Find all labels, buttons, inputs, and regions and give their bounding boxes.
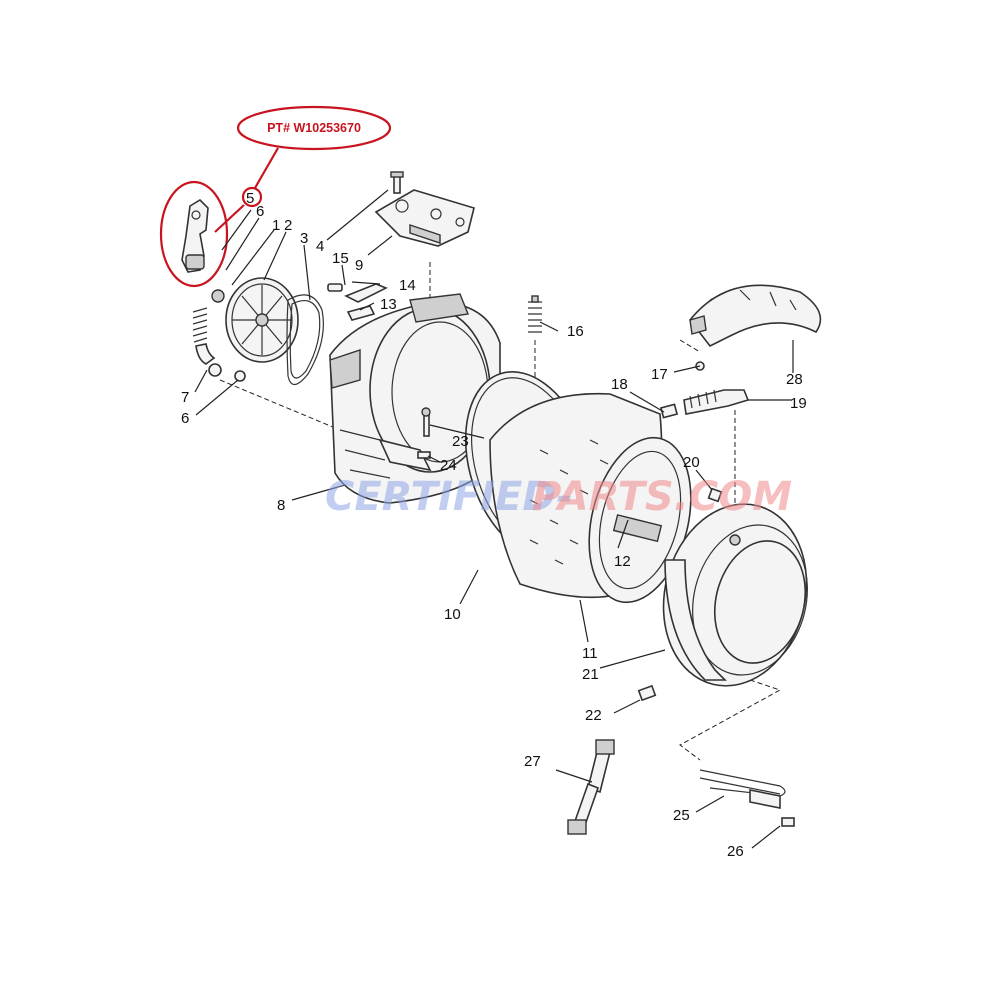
- callout-1: 1: [272, 217, 280, 234]
- pump-assembly: [181, 198, 209, 273]
- callout-6-top: 6: [256, 203, 264, 220]
- callout-13: 13: [380, 296, 397, 313]
- part-number-ellipse: [236, 105, 392, 151]
- callout-21: 21: [582, 666, 599, 683]
- heater-25: [699, 769, 795, 827]
- top-bracket: [374, 189, 475, 247]
- callout-26: 26: [727, 843, 744, 860]
- damper-27: [567, 739, 615, 835]
- part-number-highlight: PT# W10253670: [159, 105, 392, 288]
- watermark-left: CERTIFIED-: [325, 474, 573, 520]
- callout-3: 3: [300, 230, 308, 247]
- callout-4: 4: [316, 238, 324, 255]
- leader-lines: [194, 189, 794, 849]
- pulley: [225, 277, 299, 363]
- drive-belt: [286, 294, 324, 386]
- callout-17: 17: [651, 366, 668, 383]
- hardware-13-14-15: [327, 283, 388, 321]
- spring-16: [528, 295, 542, 333]
- callout-18: 18: [611, 376, 628, 393]
- callout-24: 24: [440, 457, 457, 474]
- callout-19: 19: [790, 395, 807, 412]
- assembly-line-5: [679, 679, 782, 761]
- bolt-4: [390, 171, 404, 194]
- callout-7: 7: [181, 389, 189, 406]
- callout-28: 28: [786, 371, 803, 388]
- assembly-line-6: [679, 339, 701, 353]
- callout-15: 15: [332, 250, 349, 267]
- callout-6-bottom: 6: [181, 410, 189, 427]
- small-parts-20-22: [637, 487, 723, 702]
- callout-22: 22: [585, 707, 602, 724]
- callout-5-highlight-circle: [241, 186, 263, 208]
- callout-5: 5: [246, 190, 254, 207]
- hose-17-18-19: [659, 361, 750, 419]
- callout-12: 12: [614, 553, 631, 570]
- callout-10: 10: [444, 606, 461, 623]
- callout-16: 16: [567, 323, 584, 340]
- rear-tub: [329, 293, 501, 504]
- bolt-23-24: [417, 407, 431, 459]
- callout-27: 27: [524, 753, 541, 770]
- callout-8: 8: [277, 497, 285, 514]
- callout-14: 14: [399, 277, 416, 294]
- callout-numbers: 5 6 1 2 3 4 15 9 14 13 7 6 8 23 24 16 10…: [181, 190, 807, 860]
- part-number-leader: [254, 147, 279, 189]
- pump-highlight-leader: [214, 204, 245, 233]
- part-number-label: PT# W10253670: [267, 121, 361, 135]
- assembly-line-1: [219, 379, 341, 431]
- callout-11: 11: [582, 645, 598, 662]
- top-cover-28: [688, 284, 822, 348]
- callout-25: 25: [673, 807, 690, 824]
- callout-23: 23: [452, 433, 469, 450]
- watermark: CERTIFIED- PARTS.COM: [325, 474, 792, 520]
- pump-highlight-ellipse: [159, 180, 229, 288]
- callout-9: 9: [355, 257, 363, 274]
- callout-2: 2: [284, 217, 292, 234]
- callout-20: 20: [683, 454, 700, 471]
- drain-hose-spring: [192, 289, 246, 382]
- watermark-right: PARTS.COM: [532, 474, 792, 520]
- front-tub-21: [662, 503, 808, 687]
